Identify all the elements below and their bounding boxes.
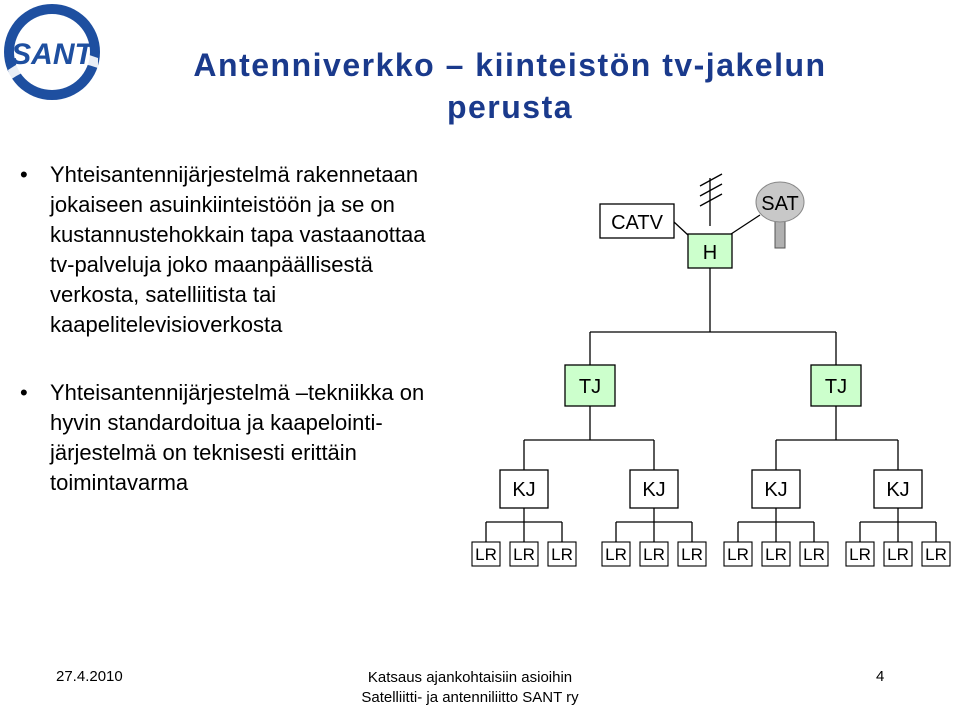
bullet-line: jokaiseen asuinkiinteistöön ja se on [50, 192, 395, 217]
title-line-1: Antenniverkko – kiinteistön tv-jakelun [193, 47, 827, 83]
bullet-line: hyvin standardoitua ja kaapelointi- [50, 410, 383, 435]
kj-box [751, 469, 801, 509]
lr-label: LR [551, 545, 573, 564]
tj-label: TJ [825, 376, 847, 398]
footer-center-line-1: Katsaus ajankohtaisiin asioihin [367, 669, 573, 686]
tj-label: TJ [579, 376, 601, 398]
lr-box [799, 541, 829, 567]
bullet-line: järjestelmä on teknisesti erittäin [50, 440, 357, 465]
lr-box [471, 541, 501, 567]
bullet-line: kaapelitelevisioverkosta [50, 312, 283, 337]
bullet-list: • Yhteisantennijärjestelmä rakennetaan j… [14, 160, 514, 495]
lr-label: LR [643, 545, 665, 564]
lr-box [723, 541, 753, 567]
bullet-symbol: • [20, 380, 28, 405]
lr-label: LR [887, 545, 909, 564]
bullet-line: verkosta, satelliitista tai [50, 282, 277, 307]
lr-row: LR LR LR LR LR LR LR LR LR LR LR LR [471, 541, 951, 567]
lr-box [761, 541, 791, 567]
kj-box [499, 469, 549, 509]
bullet-line: kustannustehokkain tapa vastaanottaa [50, 222, 426, 247]
tj-box [564, 364, 616, 407]
bullet-line: toimintavarma [50, 470, 189, 495]
lr-label: LR [727, 545, 749, 564]
bullet-line: Yhteisantennijärjestelmä –tekniikka on [50, 380, 425, 405]
lr-label: LR [681, 545, 703, 564]
headend-label: H [703, 242, 717, 264]
lr-box [677, 541, 707, 567]
sat-label: SAT [761, 193, 798, 215]
lr-box [845, 541, 875, 567]
footer-date: 27.4.2010 [56, 668, 123, 685]
lr-box [509, 541, 539, 567]
sant-logo: SANT [4, 4, 100, 100]
slide-title: Antenniverkko – kiinteistön tv-jakelun p… [140, 44, 880, 128]
headend-box [687, 233, 733, 269]
kj-label: KJ [886, 479, 909, 501]
lr-label: LR [925, 545, 947, 564]
lr-label: LR [849, 545, 871, 564]
lr-box [921, 541, 951, 567]
bullet-item: • Yhteisantennijärjestelmä rakennetaan j… [14, 160, 514, 340]
lr-label: LR [475, 545, 497, 564]
lr-box [547, 541, 577, 567]
kj-label: KJ [512, 479, 535, 501]
lr-box [601, 541, 631, 567]
kj-label: KJ [764, 479, 787, 501]
lr-label: LR [803, 545, 825, 564]
catv-label: CATV [611, 212, 664, 234]
lr-box [883, 541, 913, 567]
sat-dish [755, 181, 805, 223]
bullet-line: Yhteisantennijärjestelmä rakennetaan [50, 162, 419, 187]
kj-box [873, 469, 923, 509]
kj-label: KJ [642, 479, 665, 501]
lr-box [639, 541, 669, 567]
bullet-line: tv-palveluja joko maanpäällisestä [50, 252, 373, 277]
lr-label: LR [605, 545, 627, 564]
kj-box [629, 469, 679, 509]
footer-center: Katsaus ajankohtaisiin asioihin Satellii… [320, 668, 620, 708]
title-line-2: perusta [446, 89, 574, 125]
tj-box [810, 364, 862, 407]
catv-box [599, 203, 675, 239]
bullet-item: • Yhteisantennijärjestelmä –tekniikka on… [14, 378, 424, 498]
footer-center-line-2: Satelliitti- ja antenniliitto SANT ry [361, 689, 579, 706]
page-number: 4 [876, 668, 885, 685]
bullet-symbol: • [20, 162, 28, 187]
logo-text: SANT [11, 38, 95, 71]
lr-label: LR [765, 545, 787, 564]
lr-label: LR [513, 545, 535, 564]
